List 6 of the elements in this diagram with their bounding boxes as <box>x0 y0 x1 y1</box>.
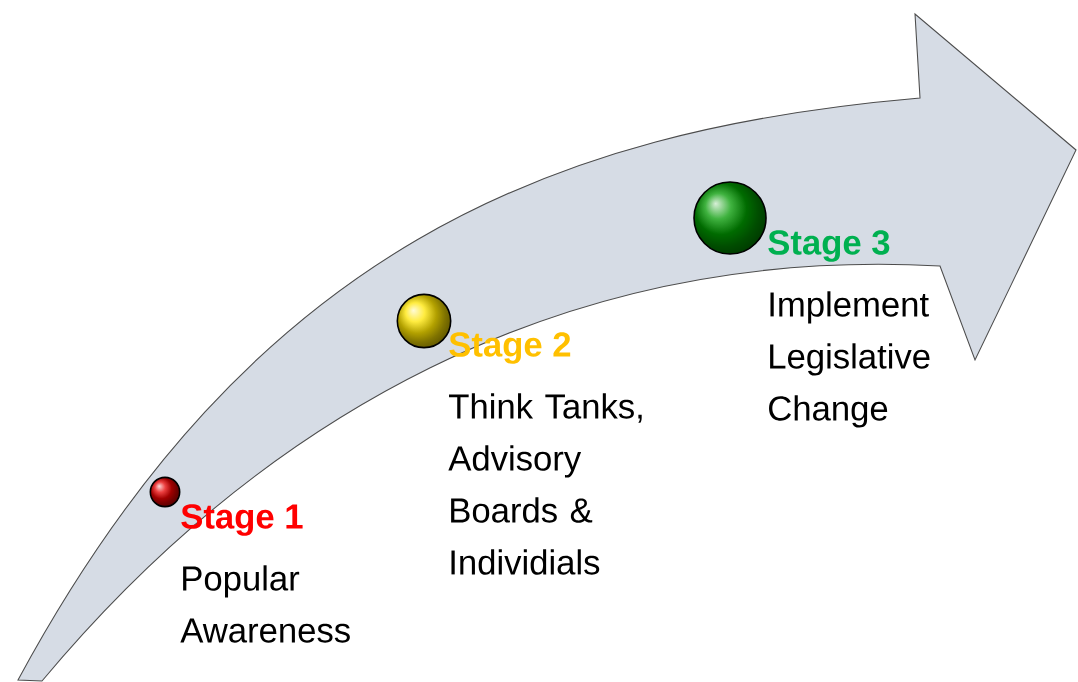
stage-description: Implement Legislative Change <box>769 291 930 428</box>
stage-circle <box>693 181 767 255</box>
stage-description: Think Tanks, Advisory Boards & Individials <box>448 393 642 575</box>
stage-circle <box>149 476 181 508</box>
stage-label: Stage 3 <box>768 230 890 262</box>
stage-description: Popular Awareness <box>180 565 350 643</box>
